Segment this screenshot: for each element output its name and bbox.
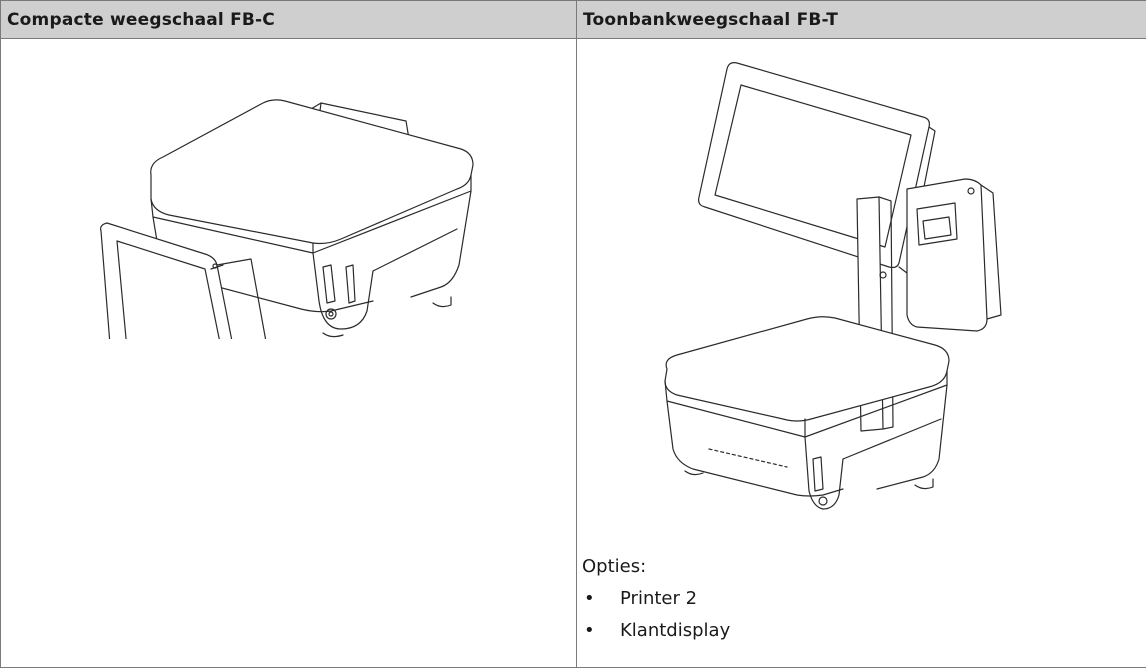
list-item: • Klantdisplay [582,615,1146,647]
table-body-row: Opties: • Printer 2 • Klantdisplay [0,38,1146,668]
compact-scale-drawing [100,99,474,339]
options-list: • Printer 2 • Klantdisplay [582,583,1146,647]
table-header-row: Compacte weegschaal FB-C Toonbankweegsch… [0,0,1146,39]
options-label: Opties: [582,556,647,577]
header-counter-scale: Toonbankweegschaal FB-T [576,0,1146,39]
counter-scale-drawing [664,62,1002,510]
cell-counter-scale: Opties: • Printer 2 • Klantdisplay [576,38,1146,668]
bullet-icon: • [584,588,595,609]
options-section: Opties: • Printer 2 • Klantdisplay [577,539,1146,647]
compact-scale-illustration [1,39,576,339]
cell-compact-scale [0,38,577,668]
bullet-icon: • [584,620,595,641]
header-compact-scale: Compacte weegschaal FB-C [0,0,577,39]
option-label: Printer 2 [620,588,698,609]
option-label: Klantdisplay [620,620,731,641]
list-item: • Printer 2 [582,583,1146,615]
counter-scale-illustration [577,39,1146,539]
